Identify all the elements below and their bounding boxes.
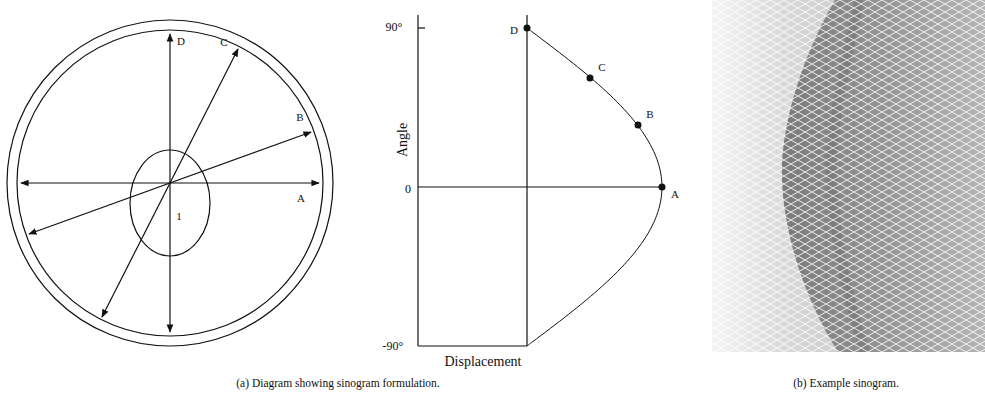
scanner-diagram xyxy=(7,20,333,346)
inner-ring xyxy=(17,30,323,336)
sinogram-plot xyxy=(418,15,666,346)
sinogram-hatch xyxy=(712,0,985,352)
sinogram-image xyxy=(712,0,985,352)
point-label: B xyxy=(646,109,653,120)
axis-title: Angle xyxy=(396,123,410,157)
axis-tick-label: 0 xyxy=(405,183,411,195)
ray-label: C xyxy=(220,37,227,48)
axis-tick-label: -90° xyxy=(383,340,404,352)
ray-label: A xyxy=(297,193,305,204)
curve-points xyxy=(524,25,666,191)
outer-ring xyxy=(7,20,333,346)
axis-tick-label: 90° xyxy=(386,21,403,33)
point-c xyxy=(587,75,594,82)
displacement-axis xyxy=(526,15,527,346)
sinusoid-curve xyxy=(527,28,662,346)
point-label: A xyxy=(671,189,679,200)
zero-axis xyxy=(418,186,662,187)
figure-caption: (a) Diagram showing sinogram formulation… xyxy=(236,378,439,390)
tick xyxy=(418,27,425,28)
axis-title: Displacement xyxy=(445,355,522,369)
point-a xyxy=(659,184,666,191)
point-label: C xyxy=(598,62,605,73)
point-d xyxy=(524,25,531,32)
object-label: 1 xyxy=(176,211,182,222)
point-b xyxy=(635,122,642,129)
sinogram-ground xyxy=(712,0,985,352)
left-axis xyxy=(417,15,418,346)
ray-d xyxy=(169,34,170,332)
ray-label: D xyxy=(177,36,185,47)
bottom-axis xyxy=(418,345,527,346)
point-label: D xyxy=(510,25,518,36)
figure-caption: (b) Example sinogram. xyxy=(793,378,899,390)
ray-label: B xyxy=(296,112,303,123)
